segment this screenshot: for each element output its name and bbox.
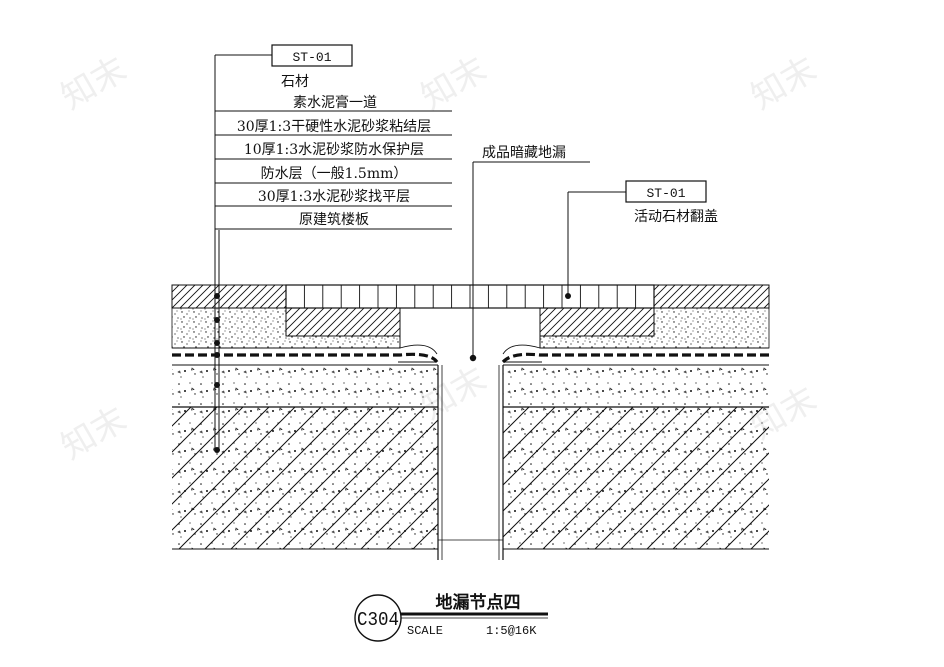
watermark: 知末 (745, 49, 824, 118)
stone-finish (171, 284, 770, 337)
drain-label: 成品暗藏地漏 (482, 145, 566, 161)
layer-label-protection: 10厚1:3水泥砂浆防水保护层 (244, 142, 424, 158)
layer-label-stone: 石材 (281, 74, 309, 90)
layer-label-leveling: 30厚1:3水泥砂浆找平层 (258, 189, 410, 205)
leader-dots (214, 293, 571, 453)
structural-slab (172, 406, 769, 550)
tag-right-text: ST-01 (646, 186, 685, 201)
title-code: C304 (357, 609, 399, 631)
watermark: 知末 (55, 49, 134, 118)
scale-label: SCALE (407, 624, 443, 638)
tag-box-right: ST-01 (625, 180, 707, 203)
drawing-title: 地漏节点四 (436, 592, 521, 613)
leader-lines (214, 54, 626, 450)
layer-label-waterproof: 防水层（一般1.5mm） (261, 166, 408, 182)
layer-labels: 石材 素水泥膏一道 30厚1:3干硬性水泥砂浆粘结层 10厚1:3水泥砂浆防水保… (237, 74, 431, 228)
tag-left-text: ST-01 (292, 50, 331, 65)
scale-value: 1:5@16K (486, 624, 537, 638)
tag-box-left: ST-01 (271, 44, 353, 67)
layer-label-bonding: 30厚1:3干硬性水泥砂浆粘结层 (237, 119, 431, 135)
removable-stone-cover (285, 284, 655, 309)
bonding-layer (171, 307, 770, 349)
layer-label-slab: 原建筑楼板 (299, 212, 369, 228)
watermark: 知末 (55, 399, 134, 468)
watermark: 知末 (415, 49, 494, 118)
drain-pipe (437, 365, 504, 560)
title-block: C304 地漏节点四 SCALE 1:5@16K (354, 592, 548, 642)
cover-label: 活动石材翻盖 (634, 209, 718, 225)
layer-label-cement-paste: 素水泥膏一道 (293, 94, 377, 111)
